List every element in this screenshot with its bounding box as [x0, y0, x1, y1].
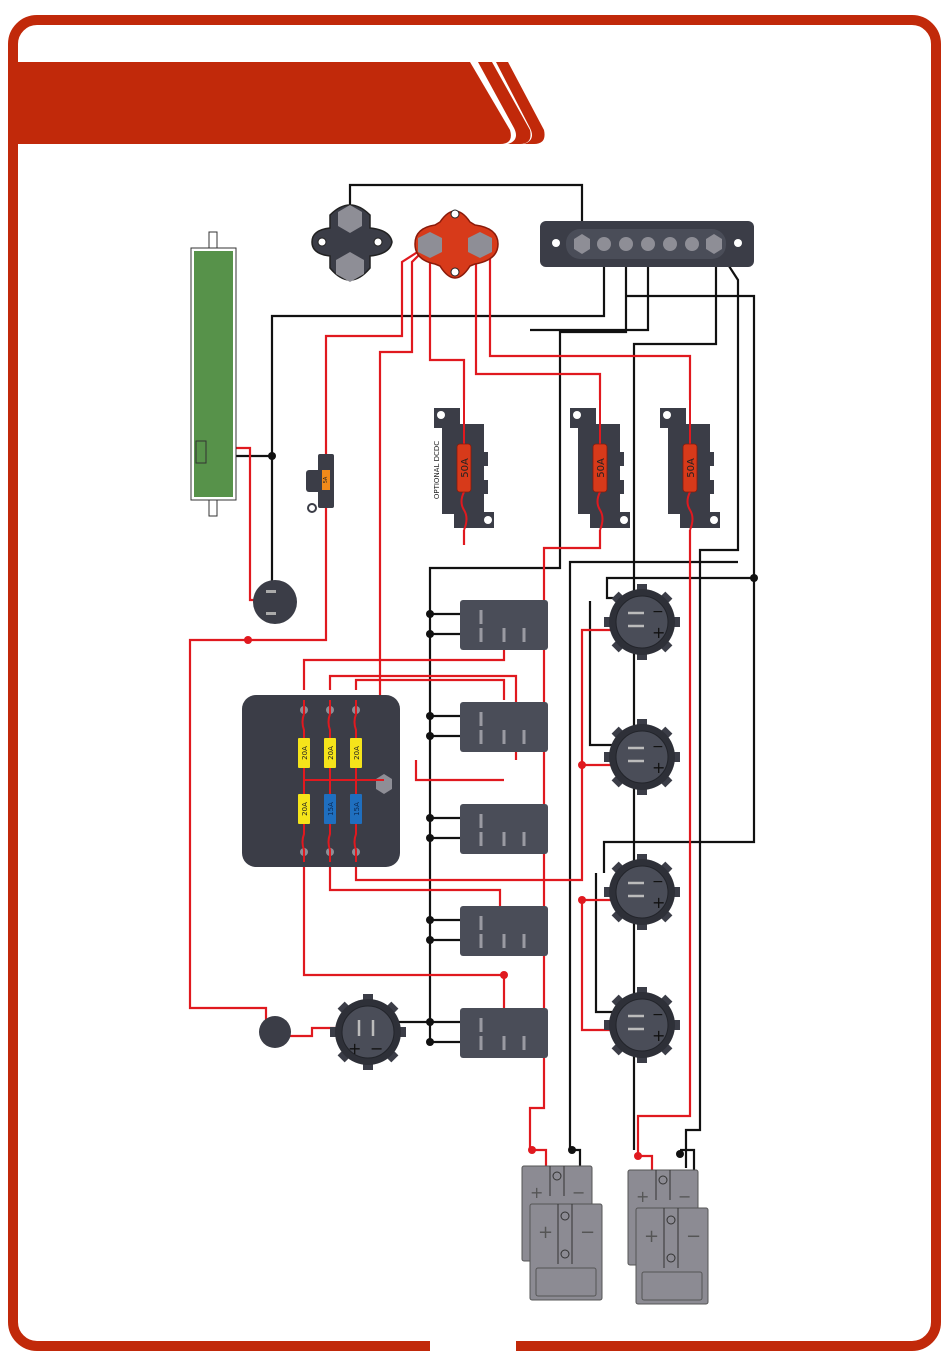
- negative-symbol: −: [580, 1222, 595, 1243]
- positive-symbol: +: [652, 1026, 665, 1045]
- rocker-switch[interactable]: [460, 804, 548, 854]
- negative-symbol: −: [652, 604, 664, 620]
- fuse-rating-label: 20A: [353, 746, 361, 760]
- positive-symbol: +: [538, 1222, 553, 1243]
- rocker-switch[interactable]: [460, 906, 548, 956]
- positive-symbol: +: [644, 1226, 659, 1247]
- fuse-rating-label: 20A: [301, 746, 309, 760]
- fuse-holder-50a: 50A: [660, 400, 720, 530]
- page-frame: [13, 20, 936, 1346]
- positive-symbol: +: [652, 758, 665, 777]
- positive-symbol: +: [652, 893, 665, 912]
- negative-symbol: −: [678, 1187, 691, 1206]
- rocker-switch[interactable]: [460, 702, 548, 752]
- indicator-round: [253, 580, 297, 624]
- fuse-rating-label: 15A: [327, 802, 335, 816]
- indicator-small: [259, 1016, 291, 1048]
- negative-symbol: −: [652, 739, 664, 755]
- negative-symbol: −: [652, 874, 664, 890]
- negative-symbol: −: [652, 1007, 664, 1023]
- frame-gap: [430, 1338, 516, 1358]
- positive-symbol: +: [636, 1187, 649, 1206]
- fuse-rating-label: 50A: [460, 458, 471, 478]
- blade-fuse: 20A: [324, 738, 336, 768]
- positive-stud: [415, 210, 498, 278]
- negative-busbar: [540, 221, 754, 267]
- fuse-holder-50a: 50A OPTIONAL DCDC: [433, 400, 494, 530]
- anderson-plug-1[interactable]: + − + −: [522, 1166, 602, 1300]
- battery: [191, 232, 236, 516]
- fuse-rating-label: 15A: [353, 802, 361, 816]
- rocker-switch[interactable]: [460, 1008, 548, 1058]
- fuse-holder-50a: 50A: [570, 400, 630, 530]
- header-banner: [18, 62, 545, 144]
- negative-symbol: −: [572, 1183, 585, 1202]
- blade-fuse: 20A: [298, 738, 310, 768]
- positive-symbol: +: [530, 1183, 543, 1202]
- fuse-rating-label: 50A: [686, 458, 697, 478]
- power-socket[interactable]: +−: [330, 994, 406, 1070]
- blade-fuse: 15A: [324, 794, 336, 824]
- blade-fuse: 20A: [298, 794, 310, 824]
- rocker-switch[interactable]: [460, 600, 548, 650]
- usb-socket-4[interactable]: −+: [604, 987, 680, 1063]
- positive-symbol: +: [652, 623, 665, 642]
- inline-fuse-label: 5A: [323, 476, 329, 483]
- negative-symbol: −: [686, 1226, 701, 1247]
- blade-fuse: 20A: [350, 738, 362, 768]
- fuse-holders: 50A OPTIONAL DCDC 50A 50A: [433, 400, 720, 530]
- negative-stud: [312, 205, 392, 282]
- blade-fuse: 15A: [350, 794, 362, 824]
- fuse-rating-label: 50A: [596, 458, 607, 478]
- positive-symbol: +: [348, 1039, 361, 1058]
- anderson-plug-2[interactable]: + − + −: [628, 1170, 708, 1304]
- usb-socket-1[interactable]: −+: [604, 584, 680, 660]
- usb-socket-2[interactable]: −+: [604, 719, 680, 795]
- negative-symbol: −: [370, 1039, 383, 1058]
- fuse-rating-label: 20A: [301, 802, 309, 816]
- usb-socket-3[interactable]: −+: [604, 854, 680, 930]
- inline-fuse-holder: [306, 454, 334, 512]
- optional-dcdc-label: OPTIONAL DCDC: [433, 441, 441, 499]
- fuse-rating-label: 20A: [327, 746, 335, 760]
